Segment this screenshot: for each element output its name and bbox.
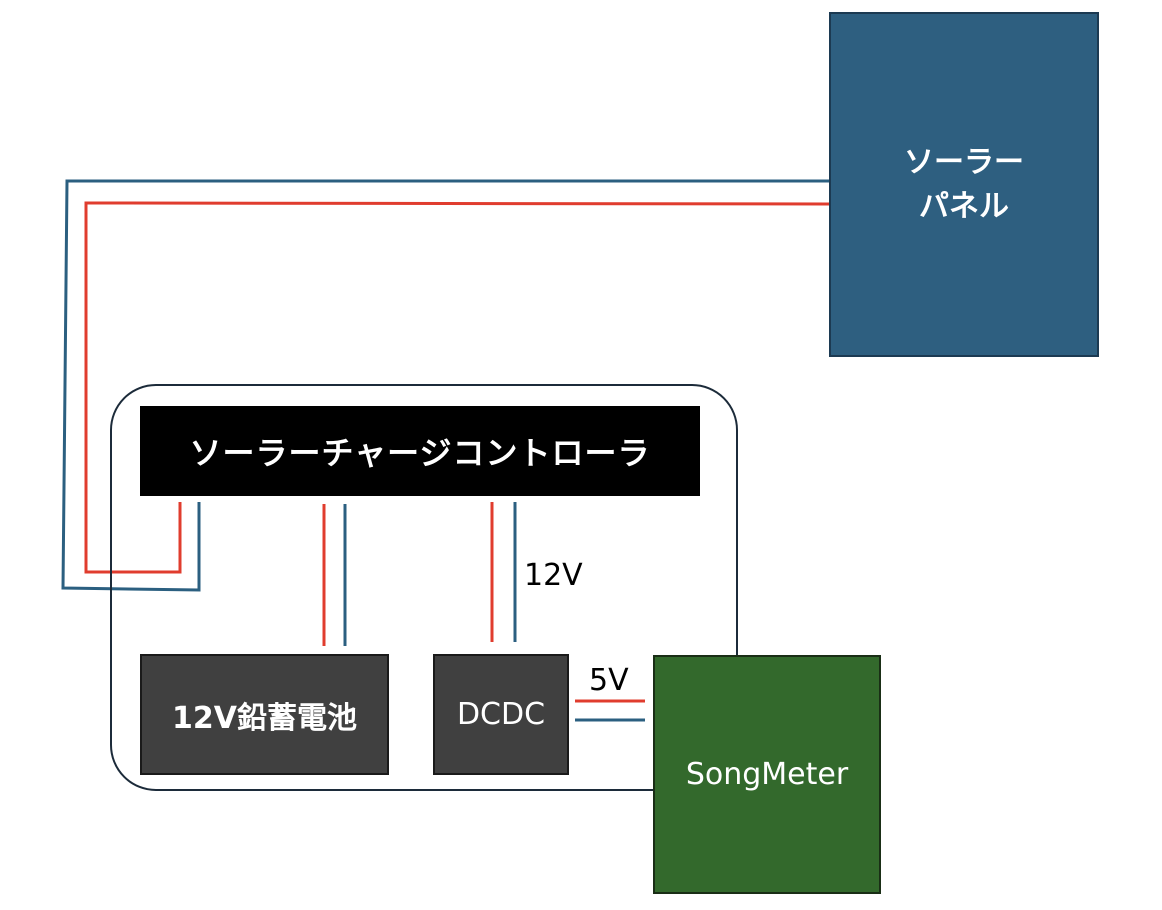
battery-label: 12V鉛蓄電池 xyxy=(172,700,357,736)
wire-negative-solar-to-controller xyxy=(61,179,829,592)
voltage-label-5v: 5V xyxy=(589,663,629,698)
enclosure-outline xyxy=(110,384,738,791)
dcdc-label: DCDC xyxy=(456,697,546,732)
songmeter-label: SongMeter xyxy=(685,757,849,792)
charge-controller-label: ソーラーチャージコントローラ xyxy=(189,434,651,472)
solar-panel-label-line1: ソーラー xyxy=(904,145,1024,180)
songmeter-box: SongMeter xyxy=(653,655,881,894)
dcdc-box: DCDC xyxy=(433,654,569,775)
battery-box: 12V鉛蓄電池 xyxy=(140,654,389,775)
solar-panel-box: ソーラー パネル xyxy=(829,12,1099,357)
charge-controller-box: ソーラーチャージコントローラ xyxy=(140,406,700,496)
solar-panel-label-line2: パネル xyxy=(919,188,1009,224)
voltage-label-12v: 12V xyxy=(524,558,583,593)
wire-positive-solar-to-controller xyxy=(84,201,830,574)
